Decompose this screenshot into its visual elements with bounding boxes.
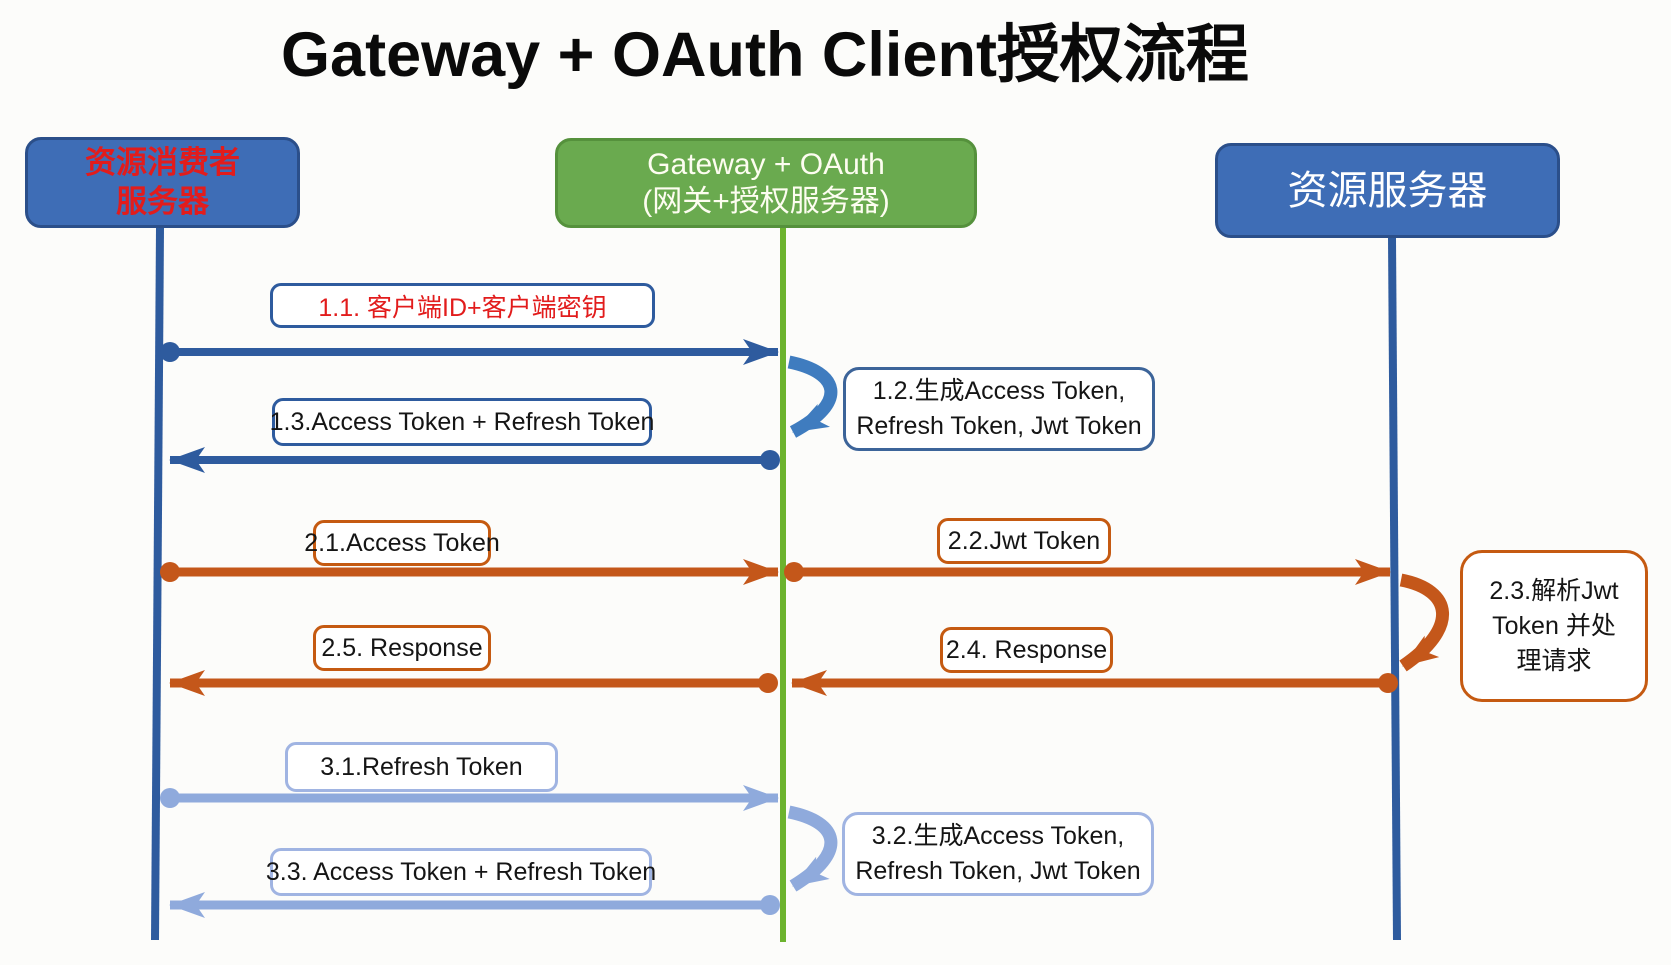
- message-label-2-5: 2.5. Response: [313, 625, 491, 671]
- self-arrow-2-3-parse-jwt: [1399, 573, 1449, 672]
- page-title: Gateway + OAuth Client授权流程: [281, 20, 1249, 90]
- message-label-2-4: 2.4. Response: [940, 627, 1113, 673]
- self-arrow-1-2-generate-tokens: [787, 355, 838, 438]
- message-label-2-2: 2.2.Jwt Token: [937, 518, 1111, 564]
- message-label-3-1: 3.1.Refresh Token: [285, 742, 558, 792]
- note-3-2-generate-tokens: 3.2.生成Access Token, Refresh Token, Jwt T…: [842, 812, 1154, 896]
- actor-gateway-line1: Gateway + OAuth: [647, 147, 885, 181]
- note-2-3-line3: 理请求: [1516, 646, 1592, 675]
- lifeline-resource: [1388, 237, 1401, 941]
- actor-resource-line1: 资源服务器: [1287, 168, 1488, 213]
- actor-consumer-line1: 资源消费者: [85, 144, 240, 180]
- message-label-2-1: 2.1.Access Token: [304, 520, 500, 566]
- actor-consumer-server: 资源消费者 服务器: [25, 137, 300, 228]
- self-arrow-3-2-generate-tokens: [787, 805, 838, 892]
- message-label-3-3: 3.3. Access Token + Refresh Token: [266, 848, 656, 896]
- actor-gateway-oauth: Gateway + OAuth (网关+授权服务器): [555, 138, 977, 228]
- actor-resource-server: 资源服务器: [1215, 143, 1560, 238]
- lifeline-consumer: [151, 227, 164, 941]
- message-label-1-1: 1.1. 客户端ID+客户端密钥: [270, 283, 655, 328]
- note-3-2-line2: Refresh Token, Jwt Token: [855, 857, 1141, 885]
- note-1-2-line1: 1.2.生成Access Token,: [872, 377, 1126, 405]
- note-1-2-line2: Refresh Token, Jwt Token: [856, 412, 1142, 440]
- actor-gateway-line2: (网关+授权服务器): [642, 185, 890, 218]
- note-2-3-line2: Token 并处: [1492, 611, 1616, 640]
- note-3-2-line1: 3.2.生成Access Token,: [871, 822, 1125, 850]
- note-2-3-line1: 2.3.解析Jwt: [1489, 576, 1619, 605]
- message-label-1-3: 1.3.Access Token + Refresh Token: [270, 398, 654, 446]
- note-1-2-generate-tokens: 1.2.生成Access Token, Refresh Token, Jwt T…: [843, 367, 1155, 451]
- actor-consumer-line2: 服务器: [116, 183, 209, 219]
- note-2-3-parse-jwt: 2.3.解析Jwt Token 并处 理请求: [1460, 550, 1648, 702]
